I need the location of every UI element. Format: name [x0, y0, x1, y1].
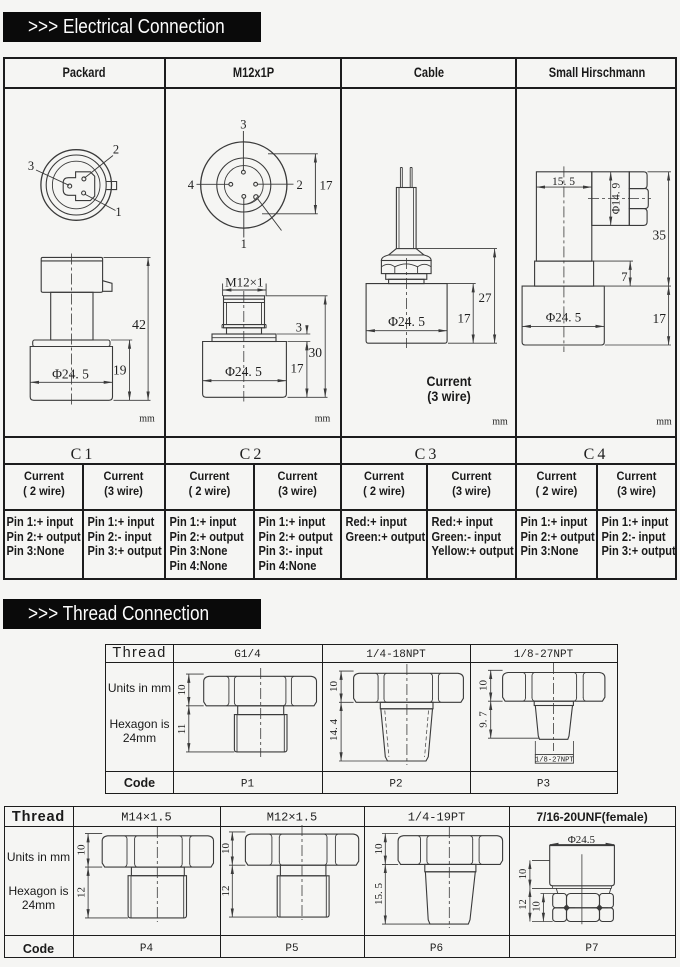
svg-text:10: 10: [532, 901, 543, 912]
svg-text:C3: C3: [415, 446, 440, 463]
svg-text:10: 10: [176, 684, 188, 696]
svg-text:9. 7: 9. 7: [478, 711, 490, 728]
svg-text:P5: P5: [285, 943, 298, 955]
svg-text:1/8-27NPT: 1/8-27NPT: [535, 756, 575, 764]
svg-text:1: 1: [241, 237, 247, 251]
svg-text:12: 12: [220, 886, 232, 897]
svg-text:G1/4: G1/4: [234, 649, 261, 661]
svg-text:11: 11: [176, 724, 188, 735]
svg-text:10: 10: [328, 681, 340, 693]
svg-text:mm: mm: [139, 414, 155, 425]
svg-text:1/8-27NPT: 1/8-27NPT: [514, 649, 574, 661]
svg-text:C1: C1: [71, 446, 96, 463]
svg-text:42: 42: [132, 318, 146, 333]
svg-text:P4: P4: [140, 943, 154, 955]
svg-text:M14×1.5: M14×1.5: [121, 811, 171, 825]
svg-text:Φ14. 9: Φ14. 9: [611, 183, 623, 215]
svg-text:27: 27: [479, 290, 493, 305]
svg-text:Φ24. 5: Φ24. 5: [225, 364, 262, 379]
svg-text:C2: C2: [240, 446, 265, 463]
svg-text:mm: mm: [656, 417, 672, 428]
svg-text:C4: C4: [584, 446, 609, 463]
svg-text:1: 1: [115, 205, 121, 219]
svg-text:10: 10: [220, 843, 232, 855]
svg-text:P3: P3: [537, 779, 550, 791]
svg-text:30: 30: [309, 345, 323, 360]
svg-text:19: 19: [113, 363, 127, 378]
svg-text:mm: mm: [492, 417, 508, 428]
svg-text:Φ24. 5: Φ24. 5: [52, 367, 89, 382]
svg-text:10: 10: [373, 843, 385, 855]
svg-text:3: 3: [240, 118, 246, 132]
svg-text:Φ24. 5: Φ24. 5: [546, 310, 582, 325]
svg-text:12: 12: [518, 899, 529, 910]
svg-text:2: 2: [297, 178, 303, 192]
svg-text:Φ24. 5: Φ24. 5: [388, 314, 425, 329]
svg-text:12: 12: [76, 887, 88, 898]
svg-text:7: 7: [621, 270, 627, 284]
svg-text:17: 17: [653, 311, 667, 326]
svg-text:4: 4: [188, 178, 195, 192]
svg-text:17: 17: [320, 177, 334, 192]
svg-text:17: 17: [291, 361, 305, 376]
svg-text:10: 10: [478, 680, 490, 692]
svg-text:1/4-18NPT: 1/4-18NPT: [366, 649, 426, 661]
svg-text:10: 10: [518, 869, 529, 880]
svg-text:17: 17: [458, 310, 472, 325]
svg-text:Φ24.5: Φ24.5: [568, 834, 596, 846]
svg-text:14. 4: 14. 4: [328, 719, 340, 742]
svg-text:P1: P1: [241, 779, 255, 791]
svg-text:P7: P7: [585, 943, 598, 955]
svg-text:3: 3: [28, 159, 34, 173]
svg-text:3: 3: [296, 321, 302, 335]
svg-text:P2: P2: [389, 779, 402, 791]
svg-text:mm: mm: [315, 414, 331, 425]
svg-text:10: 10: [76, 844, 88, 856]
svg-text:P6: P6: [430, 943, 443, 955]
svg-text:M12×1: M12×1: [225, 275, 263, 290]
svg-text:15. 5: 15. 5: [552, 176, 575, 188]
svg-text:15. 5: 15. 5: [373, 883, 385, 906]
svg-text:2: 2: [113, 143, 119, 157]
svg-text:1/4-19PT: 1/4-19PT: [408, 811, 466, 825]
svg-text:35: 35: [653, 228, 667, 243]
svg-text:M12×1.5: M12×1.5: [267, 811, 317, 825]
